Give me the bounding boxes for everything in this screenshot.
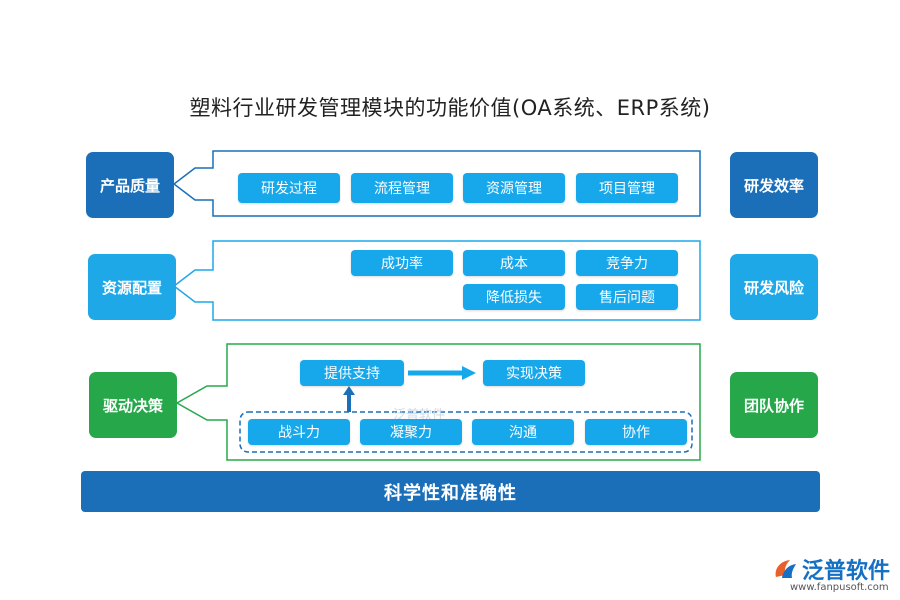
dashed-group (239, 411, 693, 453)
drive-decision-box: 驱动决策 (89, 372, 177, 438)
brand-logo: 泛普软件 (772, 553, 890, 585)
logo-name: 泛普软件 (802, 559, 891, 584)
bottom-bar: 科学性和准确性 (81, 471, 820, 512)
chip-cooperation: 协作 (585, 419, 687, 445)
chip-cohesion: 凝聚力 (360, 419, 462, 445)
chip-cost: 成本 (463, 250, 565, 276)
logo-url: www.fanpusoft.com (790, 582, 889, 593)
chip-flow-management: 流程管理 (351, 173, 453, 203)
up-arrow-head (343, 386, 355, 395)
chip-resource-management: 资源管理 (463, 173, 565, 203)
chip-after-sales: 售后问题 (576, 284, 678, 310)
row2-arrow-outline (172, 240, 701, 321)
chip-realize-decision: 实现决策 (483, 360, 585, 386)
chip-competitiveness: 竞争力 (576, 250, 678, 276)
resource-allocation-box: 资源配置 (88, 254, 176, 320)
chip-success-rate: 成功率 (351, 250, 453, 276)
product-quality-box: 产品质量 (86, 152, 174, 218)
chip-communication: 沟通 (472, 419, 574, 445)
diagram-title: 塑料行业研发管理模块的功能价值(OA系统、ERP系统) (189, 96, 711, 120)
right-arrow-head (462, 366, 476, 380)
chip-rd-process: 研发过程 (238, 173, 340, 203)
rd-risk-box: 研发风险 (730, 254, 818, 320)
chip-reduce-loss: 降低损失 (463, 284, 565, 310)
chip-combat-power: 战斗力 (248, 419, 350, 445)
rd-efficiency-box: 研发效率 (730, 152, 818, 218)
team-collab-box: 团队协作 (730, 372, 818, 438)
chip-provide-support: 提供支持 (300, 360, 404, 386)
chip-project-management: 项目管理 (576, 173, 678, 203)
logo-mark-icon (775, 560, 796, 578)
